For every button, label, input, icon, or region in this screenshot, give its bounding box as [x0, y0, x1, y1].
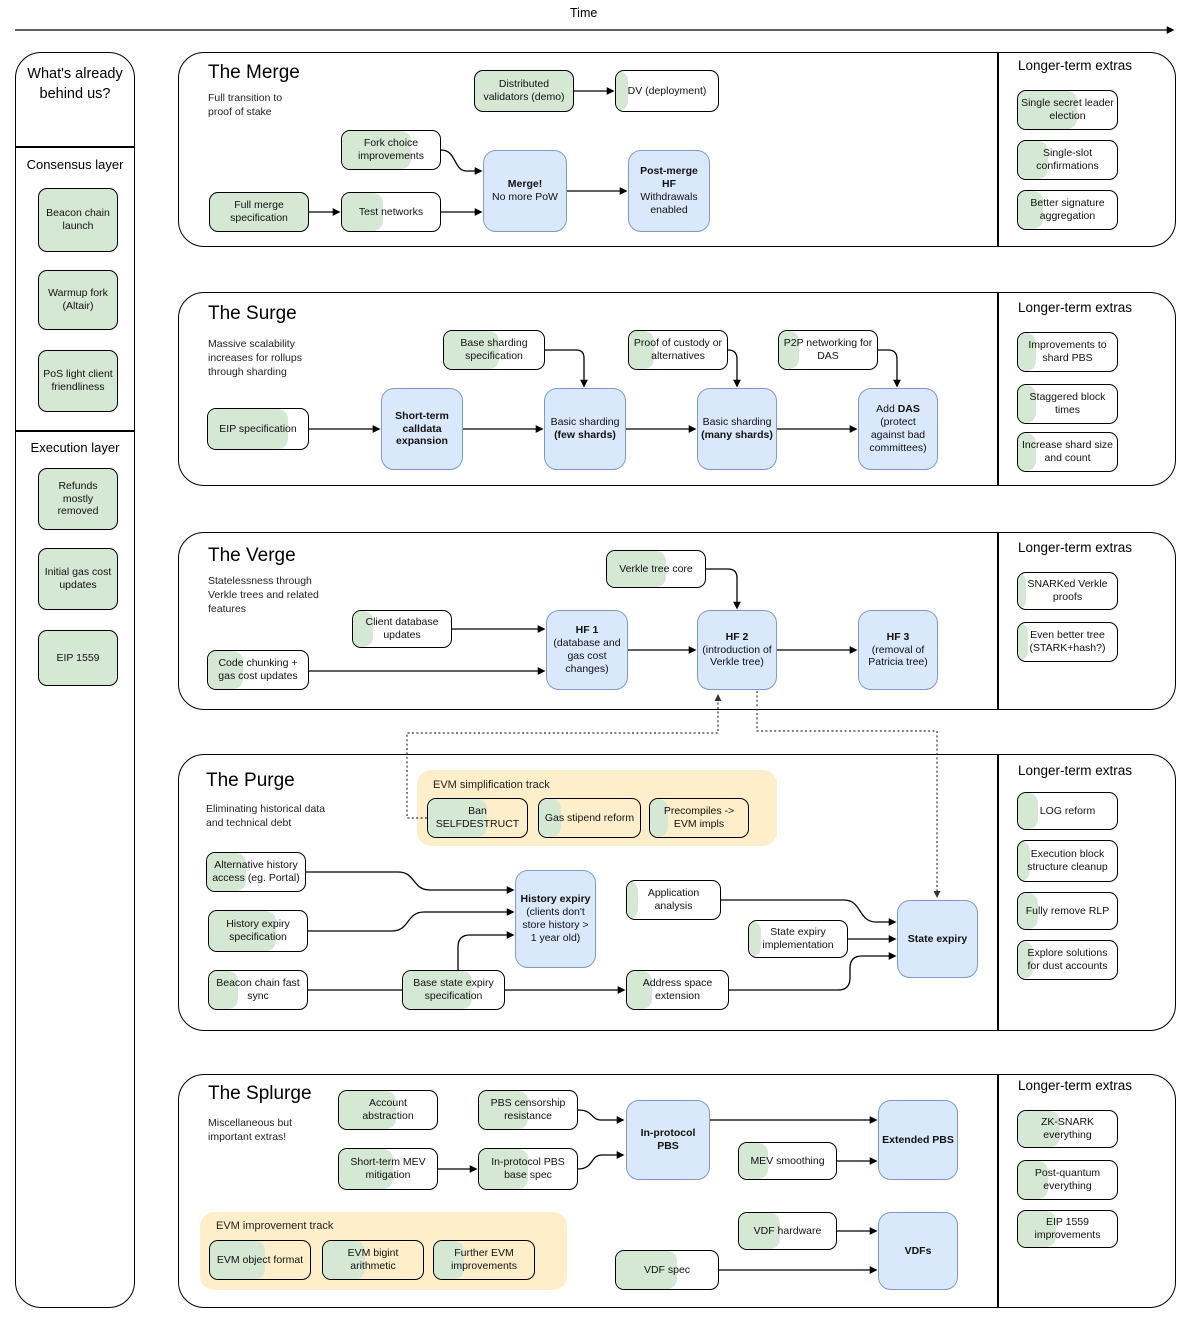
- node-account-abstraction: Account abstraction: [338, 1090, 438, 1130]
- node-in-protocol-pbs-milestone: In-protocol PBS: [626, 1100, 710, 1180]
- sidebar-title: What's already behind us?: [27, 66, 123, 103]
- sidebar-frame: [15, 52, 135, 1308]
- extra-increase-shard-size-count: Increase shard size and count: [1017, 432, 1118, 472]
- node-full-merge-specification: Full merge specification: [209, 192, 309, 232]
- node-verkle-tree-core: Verkle tree core: [606, 550, 706, 588]
- extra-explore-solutions-dust-accounts: Explore solutions for dust accounts: [1017, 940, 1118, 980]
- extra-log-reform: LOG reform: [1017, 792, 1118, 830]
- node-code-chunking-gas-cost: Code chunking + gas cost updates: [207, 650, 309, 690]
- node-hf3: HF 3(removal of Patricia tree): [858, 610, 938, 690]
- node-add-das: Add DAS(protect against bad committees): [858, 388, 938, 470]
- node-gas-stipend-reform: Gas stipend reform: [538, 798, 641, 838]
- node-base-sharding-specification: Base sharding specification: [443, 330, 545, 370]
- verge-extras-divider: [997, 532, 999, 710]
- time-axis-label: Time: [570, 6, 598, 20]
- node-eip-1559: EIP 1559: [38, 630, 118, 686]
- node-beacon-chain-launch: Beacon chain launch: [38, 188, 118, 252]
- node-initial-gas-cost-updates: Initial gas cost updates: [38, 548, 118, 610]
- surge-subtitle: Massive scalability increases for rollup…: [208, 338, 302, 378]
- extra-better-signature-aggregation: Better signature aggregation: [1017, 190, 1118, 230]
- node-distributed-validators-demo: Distributed validators (demo): [474, 70, 574, 112]
- node-alternative-history-access: Alternative history access (eg. Portal): [206, 852, 306, 892]
- node-application-analysis: Application analysis: [626, 880, 721, 920]
- node-short-term-mev-mitigation: Short-term MEV mitigation: [338, 1148, 438, 1190]
- extra-staggered-block-times: Staggered block times: [1017, 384, 1118, 424]
- node-in-protocol-pbs-base-spec: In-protocol PBS base spec: [478, 1148, 578, 1190]
- purge-extras-title: Longer-term extras: [1018, 763, 1133, 778]
- evm-improvement-track-label: EVM improvement track: [216, 1220, 334, 1232]
- node-history-expiry-milestone: History expiry(clients don't store histo…: [515, 870, 596, 968]
- node-hf2: HF 2(introduction of Verkle tree): [697, 610, 777, 690]
- node-state-expiry-implementation: State expiry implementation: [748, 920, 848, 958]
- surge-title: The Surge: [208, 303, 297, 324]
- execution-layer-header: Execution layer: [30, 440, 120, 455]
- merge-subtitle: Full transition to proof of stake: [208, 92, 283, 118]
- node-extended-pbs-milestone: Extended PBS: [878, 1100, 958, 1180]
- node-warmup-fork-altair: Warmup fork (Altair): [38, 270, 118, 330]
- node-vdfs-milestone: VDFs: [878, 1212, 958, 1290]
- node-pos-light-client-friendliness: PoS light client friendliness: [38, 350, 118, 412]
- extra-zk-snark-everything: ZK-SNARK everything: [1017, 1110, 1118, 1148]
- section-merge-frame: [178, 52, 1176, 247]
- sidebar-divider-2: [15, 430, 135, 432]
- extra-execution-block-structure-cleanup: Execution block structure cleanup: [1017, 840, 1118, 882]
- splurge-extras-divider: [997, 1074, 999, 1308]
- merge-title: The Merge: [208, 62, 300, 83]
- splurge-subtitle: Miscellaneous but important extras!: [208, 1117, 293, 1143]
- consensus-layer-header: Consensus layer: [26, 157, 124, 172]
- node-beacon-chain-fast-sync: Beacon chain fast sync: [208, 970, 308, 1010]
- node-client-database-updates: Client database updates: [352, 610, 452, 648]
- merge-extras-title: Longer-term extras: [1018, 58, 1133, 73]
- node-short-term-calldata-expansion: Short-term calldata expansion: [381, 388, 463, 470]
- node-mev-smoothing: MEV smoothing: [738, 1142, 837, 1180]
- node-precompiles-evm-impls: Precompiles -> EVM impls: [649, 798, 749, 838]
- extra-improvements-to-shard-pbs: Improvements to shard PBS: [1017, 332, 1118, 372]
- node-address-space-extension: Address space extension: [626, 970, 729, 1010]
- node-refunds-mostly-removed: Refunds mostly removed: [38, 468, 118, 530]
- extra-fully-remove-rlp: Fully remove RLP: [1017, 892, 1118, 930]
- splurge-extras-title: Longer-term extras: [1018, 1078, 1133, 1093]
- merge-extras-divider: [997, 52, 999, 247]
- section-splurge-frame: [178, 1074, 1176, 1308]
- node-ban-selfdestruct: Ban SELFDESTRUCT: [427, 798, 528, 838]
- surge-extras-title: Longer-term extras: [1018, 300, 1133, 315]
- node-base-state-expiry-specification: Base state expiry specification: [402, 970, 505, 1010]
- node-basic-sharding-many-shards: Basic sharding (many shards): [697, 388, 777, 470]
- node-basic-sharding-few-shards: Basic sharding (few shards): [544, 388, 626, 470]
- node-merge-milestone: Merge!No more PoW: [483, 150, 567, 232]
- node-test-networks: Test networks: [341, 192, 441, 232]
- section-surge-frame: [178, 292, 1176, 486]
- node-evm-object-format: EVM object format: [209, 1240, 311, 1280]
- verge-title: The Verge: [208, 545, 296, 566]
- node-further-evm-improvements: Further EVM improvements: [433, 1240, 535, 1280]
- node-history-expiry-specification: History expiry specification: [208, 910, 308, 952]
- node-vdf-spec: VDF spec: [615, 1250, 719, 1290]
- evm-simplification-track-label: EVM simplification track: [433, 779, 550, 791]
- purge-subtitle: Eliminating historical data and technica…: [206, 803, 326, 829]
- sidebar-divider-1: [15, 146, 135, 148]
- node-state-expiry-milestone: State expiry: [897, 900, 978, 978]
- purge-extras-divider: [997, 754, 999, 1031]
- surge-extras-divider: [997, 292, 999, 486]
- extra-even-better-tree: Even better tree (STARK+hash?): [1017, 622, 1118, 662]
- node-eip-specification: EIP specification: [207, 408, 309, 450]
- node-hf1: HF 1(database and gas cost changes): [546, 610, 628, 690]
- node-vdf-hardware: VDF hardware: [738, 1212, 837, 1250]
- extra-post-quantum-everything: Post-quantum everything: [1017, 1160, 1118, 1200]
- purge-title: The Purge: [206, 770, 295, 791]
- node-evm-bigint-arithmetic: EVM bigint arithmetic: [322, 1240, 424, 1280]
- extra-eip-1559-improvements: EIP 1559 improvements: [1017, 1210, 1118, 1248]
- splurge-title: The Splurge: [208, 1083, 312, 1104]
- node-dv-deployment: DV (deployment): [615, 70, 719, 112]
- extra-snarked-verkle-proofs: SNARKed Verkle proofs: [1017, 572, 1118, 610]
- node-fork-choice-improvements: Fork choice improvements: [341, 130, 441, 170]
- verge-extras-title: Longer-term extras: [1018, 540, 1133, 555]
- verge-subtitle: Statelessness through Verkle trees and r…: [208, 575, 319, 615]
- extra-single-slot-confirmations: Single-slot confirmations: [1017, 140, 1118, 180]
- extra-single-secret-leader-election: Single secret leader election: [1017, 90, 1118, 130]
- node-pbs-censorship-resistance: PBS censorship resistance: [478, 1090, 578, 1130]
- node-proof-of-custody: Proof of custody or alternatives: [628, 330, 728, 370]
- node-p2p-networking-for-das: P2P networking for DAS: [778, 330, 878, 370]
